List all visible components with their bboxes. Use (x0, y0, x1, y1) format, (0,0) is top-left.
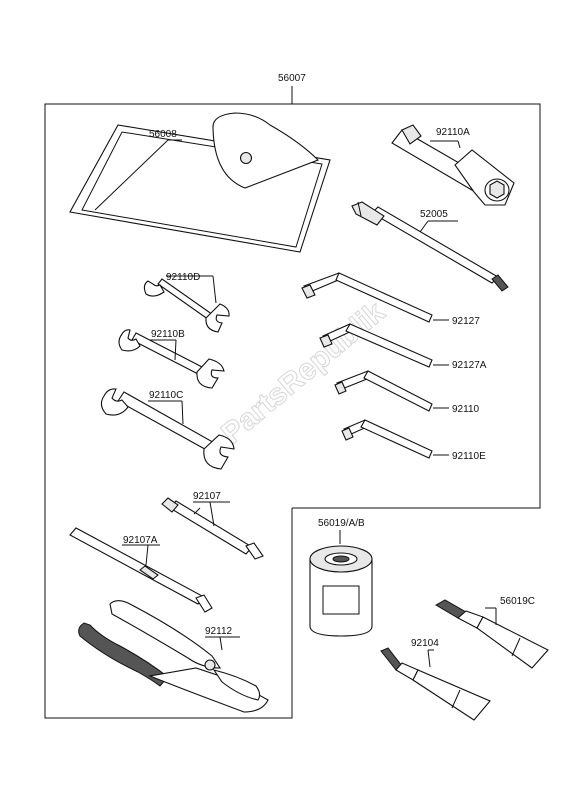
wrench-92110c (100, 388, 235, 470)
label-can: 56019/A/B (318, 518, 365, 529)
wrench-92110b (118, 329, 225, 389)
label-hex-1: 92127 (452, 316, 480, 327)
label-screwdriver-handle: 52005 (420, 209, 448, 220)
label-screwdriver-a: 92107A (123, 535, 158, 546)
label-wrench-c: 92110C (149, 390, 183, 401)
bond-tube-56019c (434, 599, 549, 669)
label-tube: 92104 (411, 638, 439, 649)
pliers (78, 600, 269, 713)
kit-frame (44, 86, 541, 719)
label-pliers: 92112 (205, 626, 233, 637)
bond-tube-92104 (380, 647, 491, 721)
tool-pouch (69, 112, 331, 253)
spark-plug-wrench (391, 124, 515, 206)
label-hex-2: 92127A (452, 360, 487, 371)
hex-key-92127a (319, 323, 433, 368)
label-screwdriver: 92107 (193, 491, 221, 502)
hex-key-92110e (341, 419, 433, 459)
label-wrench-b: 92110B (151, 329, 185, 340)
screwdriver-92107a (69, 527, 213, 613)
label-hex-4: 92110E (452, 451, 486, 462)
label-pouch: 56008 (149, 129, 177, 140)
hex-key-92110 (334, 370, 433, 412)
hex-key-92127 (301, 272, 433, 323)
label-plug-wrench: 92110A (436, 127, 470, 138)
label-wrench-d: 92110D (166, 272, 200, 283)
bond-can (309, 545, 373, 637)
label-kit: 56007 (278, 73, 306, 84)
screwdriver-handle (351, 201, 509, 292)
screwdriver-92107 (161, 497, 264, 560)
label-tube-c: 56019C (500, 596, 535, 607)
wrench-92110d (143, 278, 230, 333)
label-hex-3: 92110 (452, 404, 480, 415)
